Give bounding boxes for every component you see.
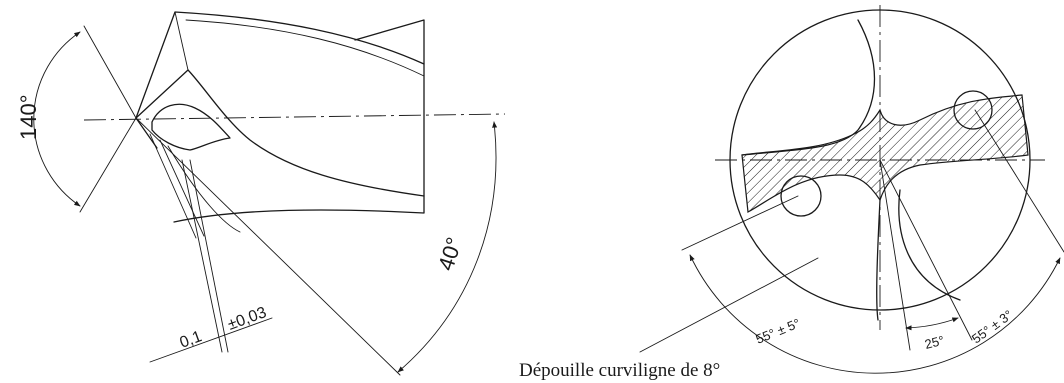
angle-25-label: 25° bbox=[923, 333, 946, 352]
flute-curve-upper bbox=[741, 19, 876, 156]
angle-140-leg-lower bbox=[79, 117, 137, 213]
coolant-hole-right bbox=[953, 90, 993, 130]
relief-caption: Dépouille curviligne de 8° bbox=[519, 360, 720, 381]
tolerance-dim-line bbox=[149, 317, 273, 363]
drill-side-view: 140° 0,1 ±0,03 40° bbox=[16, 11, 506, 376]
dimension-tolerance-label: ±0,03 bbox=[226, 304, 269, 334]
radial-line-2 bbox=[879, 159, 973, 341]
tolerance-ext-line-2 bbox=[189, 159, 229, 353]
angle-140-label: 140° bbox=[16, 94, 41, 140]
web-section-hatched bbox=[741, 94, 1029, 213]
coolant-hole-left bbox=[780, 175, 822, 217]
point-web-shape bbox=[151, 103, 231, 151]
cutting-lip-upper bbox=[135, 69, 189, 119]
angle-40-leg bbox=[135, 117, 401, 376]
angle-40-arc bbox=[397, 121, 498, 373]
angle-25-arc bbox=[905, 317, 959, 331]
tolerance-right-label: 55° ± 3° bbox=[969, 307, 1015, 346]
angle-40-label: 40° bbox=[433, 234, 467, 273]
dimension-0-1-label: 0,1 bbox=[178, 328, 205, 352]
drill-shank-edge bbox=[354, 19, 425, 65]
tolerance-left-label: 55° ± 5° bbox=[754, 315, 803, 346]
drill-end-view: 55° ± 5° 25° 55° ± 3° bbox=[639, 5, 1064, 374]
radial-ext-left bbox=[681, 195, 799, 251]
angle-140-arc bbox=[33, 31, 81, 207]
drill-margin-line bbox=[185, 19, 425, 77]
land-line-1 bbox=[149, 133, 197, 239]
angle-140-leg-upper bbox=[83, 25, 137, 119]
caption-leader-line bbox=[639, 257, 819, 353]
land-line-3 bbox=[167, 145, 241, 233]
chisel-edge-line bbox=[174, 11, 189, 71]
flute-curve-lower bbox=[898, 189, 961, 301]
land-line-2 bbox=[159, 139, 205, 237]
radial-ext-right bbox=[974, 109, 1064, 253]
tolerance-ext-line-1 bbox=[181, 159, 223, 353]
side-center-axis bbox=[83, 113, 506, 121]
flute-lower-lip bbox=[876, 199, 881, 321]
tolerance-dim-arc bbox=[689, 254, 1061, 374]
flute-curve bbox=[187, 69, 425, 197]
